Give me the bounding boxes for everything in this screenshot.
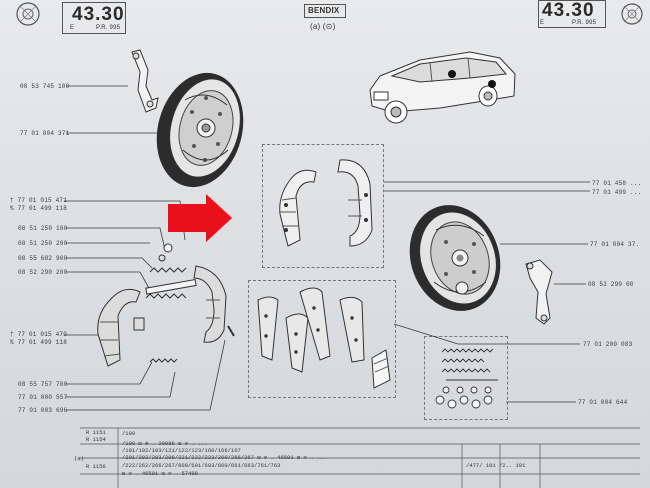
- backing-plate-left: [156, 72, 244, 188]
- header-box-brand: [304, 4, 346, 18]
- part-number: 77 01 004 644: [578, 399, 628, 406]
- part-number: 77 01 000 557: [18, 394, 68, 401]
- table-model-r1154: R 1154: [86, 436, 106, 443]
- table-cell: ⊡ ⊙ → 46501 ⊡ ⊙ → 57409: [122, 470, 198, 477]
- brake-lining-set: [257, 287, 391, 389]
- table-cell: /101/102/103/121/122/123/160/166/167: [122, 447, 241, 454]
- part-number: 77 01 004 37.: [590, 241, 640, 248]
- part-number: 77 01 458 ...: [592, 180, 642, 187]
- part-number: 77 01 200 083: [583, 341, 633, 348]
- application-table-grid: [80, 427, 640, 488]
- part-number: 77 01 499 ...: [592, 189, 642, 196]
- brand-code: (a) (⊙): [310, 22, 336, 31]
- table-cell: /100: [122, 430, 136, 437]
- sub-e-left: E: [70, 25, 75, 31]
- page-number-left: 43.30: [72, 4, 125, 25]
- table-cell: /100 ⊡ ⊚ → 20086 ⊡ ⊙ → ...: [122, 440, 208, 447]
- part-number: % 77 01 499 118: [10, 339, 68, 346]
- table-model-r1156: R 1156: [86, 463, 106, 470]
- page-number-right: 43.30: [542, 0, 595, 21]
- header-box-right: [538, 0, 606, 28]
- table-cell: /222/262/266/267/600/601/603/660/661/663…: [122, 462, 281, 469]
- sub-pr-left: P.R. 995: [96, 25, 121, 31]
- part-number: 08 55 682 900: [18, 255, 68, 262]
- car-illustration: [369, 51, 516, 124]
- part-number: 08 51 250 200: [18, 240, 68, 247]
- table-cell: /477/ 101 /2.. 101: [466, 462, 526, 469]
- table-model-r1151: R 1151: [86, 429, 106, 436]
- part-number: 08 52 290 200: [18, 269, 68, 276]
- red-arrow: [168, 194, 232, 242]
- cylinder-bracket: [131, 49, 159, 113]
- spring-kit: [435, 348, 498, 409]
- part-number: † 77 01 015 470: [10, 331, 68, 338]
- part-number: 08 53 745 100: [20, 83, 70, 90]
- part-number: 08 52 290 00: [588, 281, 634, 288]
- table-cell: /201/202/203/206/221/222/223/260/266/267…: [122, 454, 327, 461]
- table-row-label: (a): [74, 455, 84, 462]
- part-number: 77 01 003 696: [18, 407, 68, 414]
- part-number: 08 55 757 700: [18, 381, 68, 388]
- sub-pr-right: P.R. 995: [572, 20, 597, 26]
- brand-label: BENDIX: [308, 6, 340, 15]
- spring-kit-box: [424, 336, 508, 420]
- part-number: 77 01 004 371: [20, 130, 70, 137]
- backing-plate-right: [409, 205, 501, 311]
- shoe-set-box: [262, 144, 384, 268]
- logo-left: [16, 2, 40, 26]
- sub-e-right: E: [540, 20, 545, 26]
- part-number: % 77 01 499 118: [10, 205, 68, 212]
- cylinder-bracket-right: [525, 259, 553, 325]
- header-box-left: [62, 2, 126, 34]
- lining-set-box: [248, 280, 396, 398]
- part-number: 08 51 250 100: [18, 225, 68, 232]
- logo-right: [621, 3, 643, 25]
- brake-shoe-set: [279, 159, 373, 247]
- part-number: † 77 01 015 471: [10, 197, 68, 204]
- brake-shoe-assembly: [97, 243, 235, 367]
